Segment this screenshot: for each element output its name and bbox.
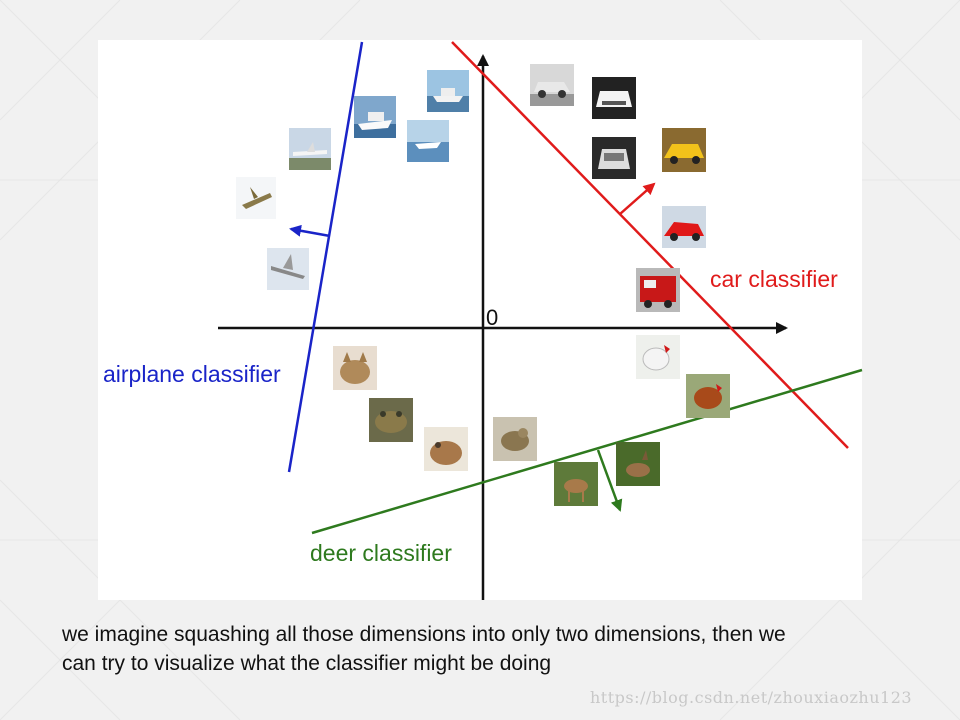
cat-thumbnail [333,346,377,390]
car-thumbnail [530,64,574,106]
airplane-classifier-normal [289,224,331,238]
ship-thumbnail [427,70,469,112]
thumbnail-images [236,64,730,506]
deer-classifier-line [311,368,863,535]
watermark: https://blog.csdn.net/zhouxiaozhu123 [590,688,913,707]
car-classifier-normal [619,182,656,215]
car-thumbnail [662,128,706,172]
caption-line-2: can try to visualize what the classifier… [62,652,552,675]
caption-line-1: we imagine squashing all those dimension… [62,623,786,646]
airplane-classifier-line [287,41,364,473]
airplane-classifier-label: airplane classifier [103,361,281,387]
deer-classifier-label: deer classifier [310,540,452,566]
frog-thumbnail [424,427,468,471]
figure-panel [98,40,862,600]
deer-thumbnail [554,462,598,506]
deer-classifier-normal [596,449,623,512]
caption-text: we imagine squashing all those dimension… [62,620,922,678]
ship-thumbnail [354,96,396,138]
ship-thumbnail [407,120,449,162]
bird-thumbnail [493,417,537,461]
origin-label: 0 [486,305,498,330]
airplane-thumbnail [289,128,331,170]
airplane-thumbnail [236,177,276,219]
truck-thumbnail [636,268,680,312]
car-thumbnail [592,77,636,119]
car-classifier-label: car classifier [710,266,838,292]
deer-thumbnail [616,442,660,486]
bird-thumbnail [636,335,680,379]
car-classifier-line [451,41,849,449]
car-thumbnail [592,137,636,179]
bird-thumbnail [686,374,730,418]
airplane-thumbnail [267,248,309,290]
car-thumbnail [662,206,706,248]
frog-thumbnail [369,398,413,442]
